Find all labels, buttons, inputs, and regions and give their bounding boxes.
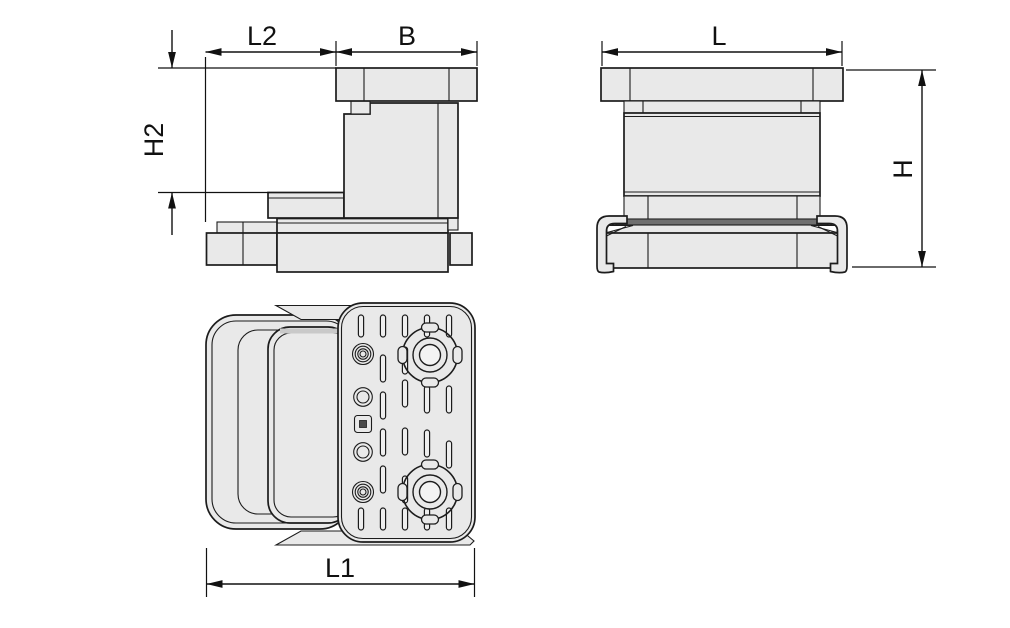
valve-square [353, 414, 373, 434]
front-view: L H [596, 21, 936, 274]
side-view-part [205, 67, 478, 273]
vacuum-slot [379, 314, 387, 338]
vacuum-slot [401, 314, 409, 338]
lower-band [623, 195, 821, 220]
vacuum-slot [379, 428, 387, 457]
port-hole-upper [353, 387, 373, 407]
base-mid-band [276, 217, 449, 234]
vacuum-slot [423, 385, 431, 414]
vacuum-slot [401, 427, 409, 456]
dim-label-l2: L2 [247, 21, 277, 51]
neck-band [623, 100, 821, 114]
dim-label-h2: H2 [139, 123, 169, 158]
top-flange [600, 67, 844, 102]
bottom-view-part [205, 302, 476, 546]
vacuum-slot [379, 391, 387, 420]
bottom-view: L1 [205, 302, 476, 597]
vacuum-slot [401, 507, 409, 531]
vacuum-slot [423, 429, 431, 458]
vacuum-slot [379, 507, 387, 531]
sealing-gasket [615, 218, 829, 226]
vacuum-slot [357, 507, 365, 531]
vacuum-slot [445, 385, 453, 414]
base-lip [611, 224, 833, 234]
base-slab [605, 232, 839, 269]
vacuum-slot [357, 314, 365, 338]
body-block [343, 102, 459, 219]
suction-plate-contour [340, 305, 473, 540]
base-right-notch [447, 217, 459, 231]
port-fitting-top [351, 342, 375, 366]
dim-label-b: B [398, 21, 416, 51]
body-ledge [267, 191, 345, 219]
main-body [623, 112, 821, 197]
vacuum-slot [445, 440, 453, 469]
base-right-foot [449, 232, 473, 266]
side-view-dimensions: L2 B H2 [139, 21, 478, 235]
dim-label-h: H [888, 159, 918, 179]
base-thin-plate [216, 221, 278, 234]
bottom-view-dimensions: L1 [205, 548, 476, 597]
front-view-part [596, 67, 848, 274]
dim-label-l: L [711, 21, 726, 51]
body-tab [350, 100, 371, 115]
front-view-dimensions: L H [601, 21, 936, 268]
top-flange [335, 67, 478, 102]
port-hole-lower [353, 442, 373, 462]
vacuum-slot [379, 465, 387, 494]
vacuum-slot [379, 354, 387, 383]
dim-label-l1: L1 [325, 553, 355, 583]
base-slab [276, 232, 449, 273]
base-left-block [205, 232, 278, 266]
side-view: L2 B H2 [139, 21, 478, 273]
vacuum-slot [401, 379, 409, 408]
port-fitting-bottom [351, 480, 375, 504]
